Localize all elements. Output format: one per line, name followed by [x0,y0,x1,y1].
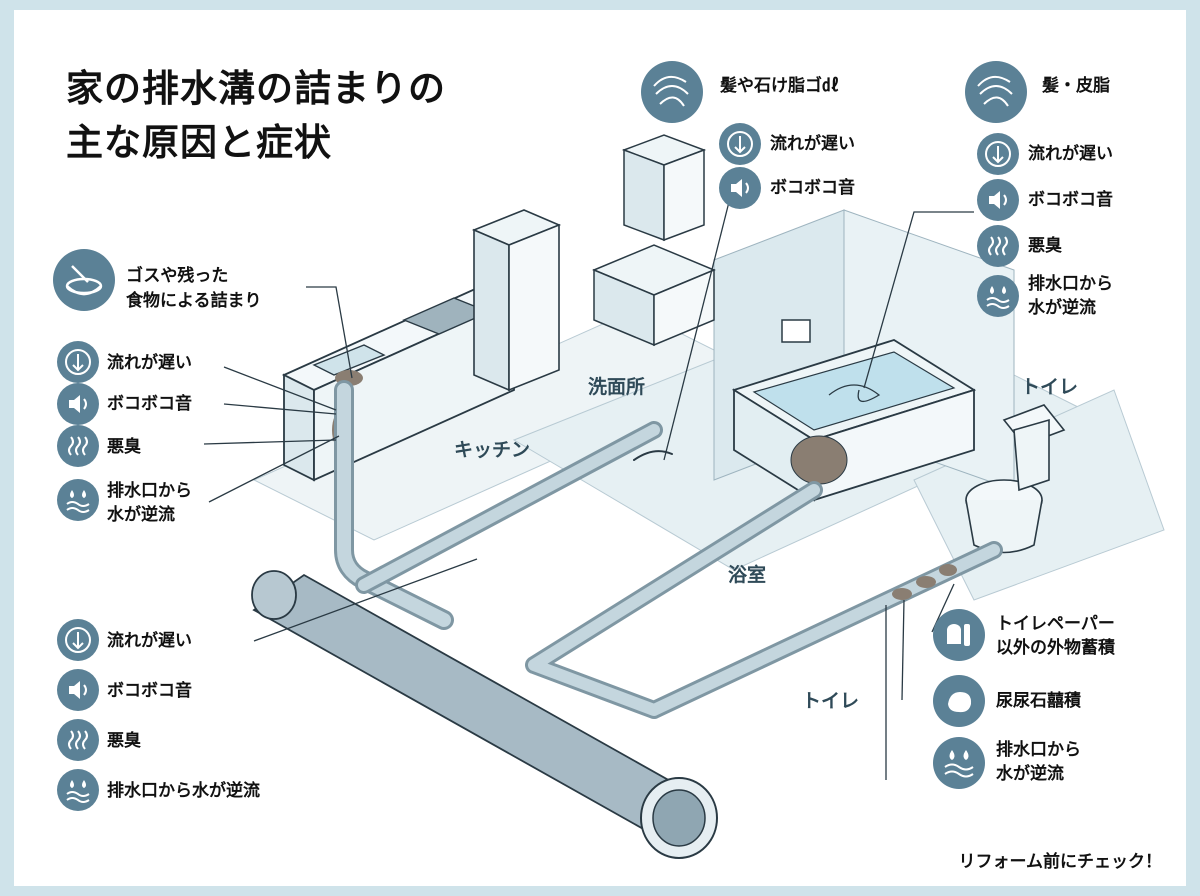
water-backflow-icon [57,479,99,521]
title-line-2: 主な原因と症状 [66,121,332,164]
main-pipe-symptom-3: 悪臭 [107,731,141,751]
drain-pipes [334,380,1003,719]
gurgling-sound-icon [977,179,1019,221]
bathroom-symptom-4-line-1: 排水口から [1028,274,1113,294]
bathroom-cause: 髪・皮脂 [1042,76,1110,96]
toilet-fixture [965,404,1066,554]
kitchen-symptom-1: 流れが遅い [107,353,192,373]
slow-flow-icon [977,133,1019,175]
bath-control-panel [781,319,811,343]
kitchen-symptom-2: ボコボコ音 [107,394,192,414]
bad-odor-icon [57,425,99,467]
footer-note: リフォーム前にチェック！ [958,852,1163,872]
washroom-symptom-2: ボコボコ音 [770,178,855,198]
washroom-vanity [592,134,716,347]
kitchen-cause-line-1: ゴスや残った [126,266,229,286]
urine-scale-icon [933,675,985,727]
kitchen-symptom-3: 悪臭 [107,437,141,457]
gurgling-sound-icon [719,167,761,209]
food-bowl-icon [53,249,115,311]
washroom-symptom-1: 流れが遅い [770,134,855,154]
bad-odor-icon [977,225,1019,267]
main-pipe-symptom-2: ボコボコ音 [107,681,192,701]
leader-lines [203,189,974,780]
toilet-paper-icon [933,609,985,661]
bathroom-symptom-3: 悪臭 [1028,236,1062,256]
room-label-toilet-upper: トイレ [1021,376,1079,398]
main-pipe-symptom-4: 排水口から水が逆流 [107,781,260,801]
water-backflow-icon [933,737,985,789]
room-label-bathroom: 浴室 [728,564,767,586]
bathroom-symptom-1: 流れが遅い [1028,144,1113,164]
house-illustration [203,134,1165,859]
room-label-washroom: 洗面所 [588,376,646,398]
slow-flow-icon [57,341,99,383]
washroom-cause: 髪や石け脂ゴ㎗ [720,76,839,96]
water-backflow-icon [977,275,1019,317]
bathtub [731,339,977,502]
room-label-kitchen: キッチン [454,439,531,461]
kitchen-symptom-4-line-2: 水が逆流 [107,505,175,525]
bathroom-symptom-2: ボコボコ音 [1028,190,1113,210]
kitchen-symptom-4-line-1: 排水口から [107,481,192,501]
title-line-1: 家の排水溝の詰まりの [66,67,446,110]
toilet-cause-3-line-1: 排水口から [996,740,1081,760]
bathroom-symptom-4-line-2: 水が逆流 [1028,298,1096,318]
infographic-frame: 家の排水溝の詰まりの 主な原因と症状 キッチン 洗面所 浴室 トイレ トイレ ゴ… [14,10,1186,886]
hair-icon [641,61,703,123]
toilet-cause-1-line-2: 以外の外物蓄積 [996,638,1115,658]
main-sewer-pipe [251,570,718,859]
main-pipe-symptom-1: 流れが遅い [107,631,192,651]
toilet-cause-2: 尿尿石囍積 [996,691,1081,711]
kitchen-counter [281,209,562,482]
toilet-cause-1-line-1: トイレペーパー [996,614,1115,634]
gurgling-sound-icon [57,669,99,711]
room-label-toilet-lower: トイレ [802,690,860,712]
toilet-cause-3-line-2: 水が逆流 [996,764,1064,784]
bad-odor-icon [57,719,99,761]
slow-flow-icon [719,123,761,165]
kitchen-cause-line-2: 食物による詰まり [126,291,262,311]
gurgling-sound-icon [57,383,99,425]
page-title: 家の排水溝の詰まりの 主な原因と症状 [66,62,446,170]
water-backflow-icon [57,769,99,811]
slow-flow-icon [57,619,99,661]
hair-icon [965,61,1027,123]
